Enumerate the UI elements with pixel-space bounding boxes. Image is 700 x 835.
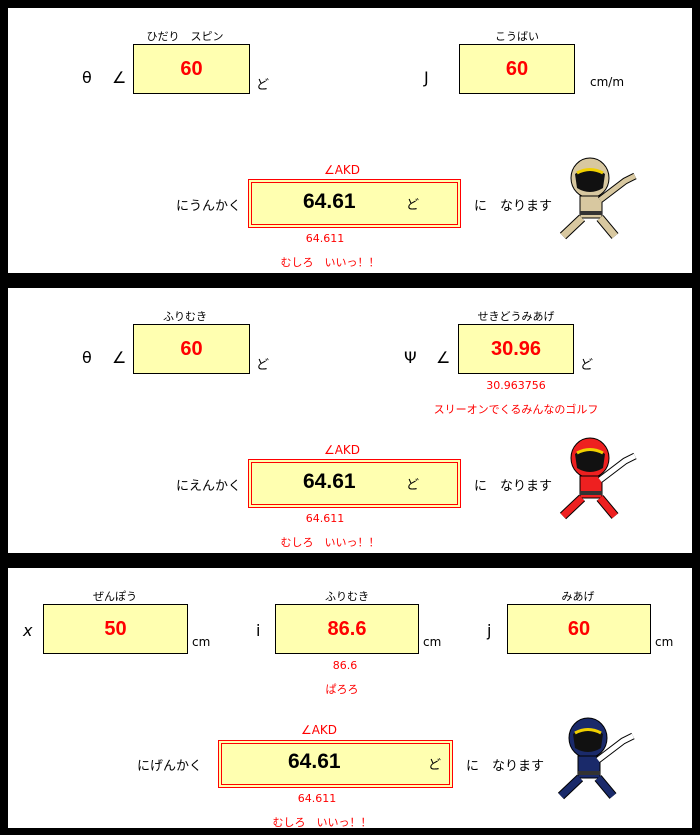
- ranger-character-icon: [559, 157, 637, 240]
- i-symbol: i: [256, 621, 261, 640]
- result-value: 64.61: [303, 470, 356, 493]
- result-box: [248, 459, 461, 508]
- input-label: こうばい: [495, 30, 539, 43]
- result-title: ∠AKD: [300, 723, 338, 737]
- forward-distance-input[interactable]: 50: [43, 604, 188, 654]
- result-suffix: に なります: [466, 759, 545, 774]
- result-unit: ど: [428, 758, 442, 773]
- result-suffix: に なります: [474, 479, 553, 494]
- unit-label: ど: [256, 358, 270, 373]
- input-label: ふりむき: [163, 310, 207, 323]
- panel-1: ひだり スピン θ ∠ 60 ど こうばい J 60 cm/m ∠AKD にうん…: [8, 8, 692, 273]
- theta-symbol: θ: [82, 348, 92, 367]
- result-raw: 64.611: [297, 792, 337, 805]
- input-label: せきどうみあげ: [477, 310, 555, 323]
- ranger-character-icon: [559, 437, 637, 520]
- slope-input[interactable]: 60: [459, 44, 575, 94]
- result-unit: ど: [406, 478, 420, 493]
- spin-angle-input[interactable]: 60: [133, 44, 250, 94]
- result-value: 64.61: [288, 750, 341, 773]
- elevation-input[interactable]: 60: [507, 604, 651, 654]
- result-title: ∠AKD: [323, 443, 361, 457]
- input-raw: 86.6: [332, 659, 358, 672]
- unit-label: ど: [580, 358, 594, 373]
- input-label: ぜんぽう: [93, 590, 137, 603]
- angle-symbol: ∠: [436, 348, 451, 367]
- result-comment: むしろ いいっ！！: [280, 256, 380, 269]
- angle-symbol: ∠: [112, 68, 127, 87]
- result-box: [248, 179, 461, 228]
- input-label: みあげ: [561, 590, 595, 603]
- psi-symbol: Ψ: [404, 348, 417, 367]
- result-prefix: にうんかく: [176, 199, 242, 214]
- input-comment: ぱろろ: [325, 683, 359, 696]
- result-prefix: にえんかく: [176, 479, 242, 494]
- angle-symbol: ∠: [112, 348, 127, 367]
- result-comment: むしろ いいっ！！: [272, 816, 372, 829]
- result-value: 64.61: [303, 190, 356, 213]
- turn-angle-input[interactable]: 60: [133, 324, 250, 374]
- result-title: ∠AKD: [323, 163, 361, 177]
- j-symbol: j: [487, 621, 492, 640]
- unit-label: ど: [256, 78, 270, 93]
- result-box: [218, 740, 453, 788]
- input-label: ひだり スピン: [146, 30, 224, 43]
- result-raw: 64.611: [305, 512, 345, 525]
- j-symbol: J: [424, 68, 429, 87]
- unit-label: cm: [423, 635, 442, 649]
- result-comment: むしろ いいっ！！: [280, 536, 380, 549]
- panel-3: ぜんぽう x 50 cm ふりむき i 86.6 cm 86.6 ぱろろ みあげ…: [8, 568, 692, 829]
- panel-2: ふりむき θ ∠ 60 ど せきどうみあげ Ψ ∠ 30.96 ど 30.963…: [8, 288, 692, 553]
- input-label: ふりむき: [325, 590, 369, 603]
- theta-symbol: θ: [82, 68, 92, 87]
- input-raw: 30.963756: [486, 379, 546, 392]
- equator-elevation-input[interactable]: 30.96: [458, 324, 574, 374]
- unit-label: cm: [655, 635, 674, 649]
- input-comment: スリーオンでくるみんなのゴルフ: [433, 403, 599, 416]
- ranger-character-icon: [557, 717, 635, 800]
- unit-label: cm/m: [590, 75, 625, 89]
- result-raw: 64.611: [305, 232, 345, 245]
- result-unit: ど: [406, 198, 420, 213]
- x-symbol: x: [23, 621, 33, 640]
- result-suffix: に なります: [474, 199, 553, 214]
- unit-label: cm: [192, 635, 211, 649]
- turn-distance-input[interactable]: 86.6: [275, 604, 419, 654]
- result-prefix: にげんかく: [137, 759, 203, 774]
